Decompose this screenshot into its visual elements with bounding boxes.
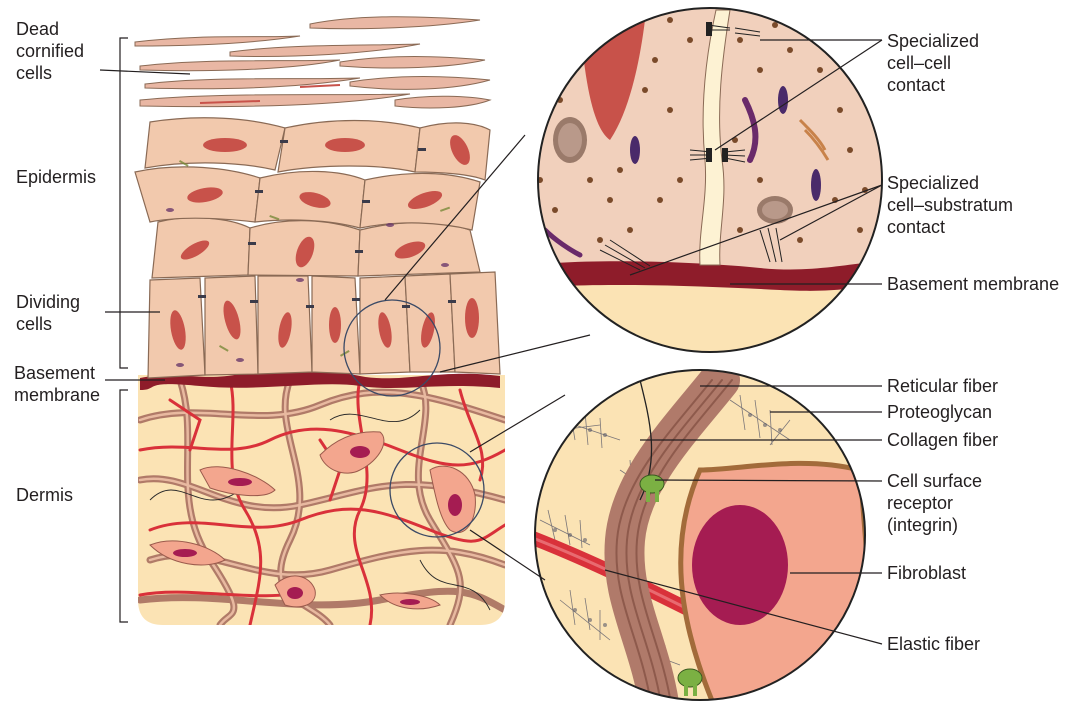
label-dead-cornified-cells: Dead cornified cells (16, 18, 84, 84)
tissue-section (135, 17, 505, 625)
label-line: contact (887, 216, 1013, 238)
label-basement-membrane-right: Basement membrane (887, 273, 1059, 295)
label-cell-cell-contact: Specialized cell–cell contact (887, 30, 979, 96)
label-dividing-cells: Dividing cells (16, 291, 80, 335)
label-line: (integrin) (887, 514, 982, 536)
label-line: cells (16, 313, 80, 335)
label-cell-surface-receptor: Cell surface receptor (integrin) (887, 470, 982, 536)
label-line: Cell surface (887, 470, 982, 492)
label-elastic-fiber: Elastic fiber (887, 633, 980, 655)
label-line: Basement (14, 362, 100, 384)
label-proteoglycan: Proteoglycan (887, 401, 992, 423)
label-line: receptor (887, 492, 982, 514)
label-dermis: Dermis (16, 484, 73, 506)
dermis-zoom (525, 365, 880, 701)
label-basement-membrane-left: Basement membrane (14, 362, 100, 406)
cornified-cells (135, 17, 490, 108)
label-line: Specialized (887, 30, 979, 52)
label-line: cell–substratum (887, 194, 1013, 216)
label-collagen-fiber: Collagen fiber (887, 429, 998, 451)
label-line: contact (887, 74, 979, 96)
epidermis-junction-zoom (530, 0, 890, 360)
label-reticular-fiber: Reticular fiber (887, 375, 998, 397)
label-fibroblast: Fibroblast (887, 562, 966, 584)
label-line: cell–cell (887, 52, 979, 74)
label-line: Specialized (887, 172, 1013, 194)
label-epidermis: Epidermis (16, 166, 96, 188)
label-line: Dividing (16, 291, 80, 313)
label-line: Dead (16, 18, 84, 40)
label-line: membrane (14, 384, 100, 406)
label-cell-substratum-contact: Specialized cell–substratum contact (887, 172, 1013, 238)
label-line: cells (16, 62, 84, 84)
label-line: cornified (16, 40, 84, 62)
